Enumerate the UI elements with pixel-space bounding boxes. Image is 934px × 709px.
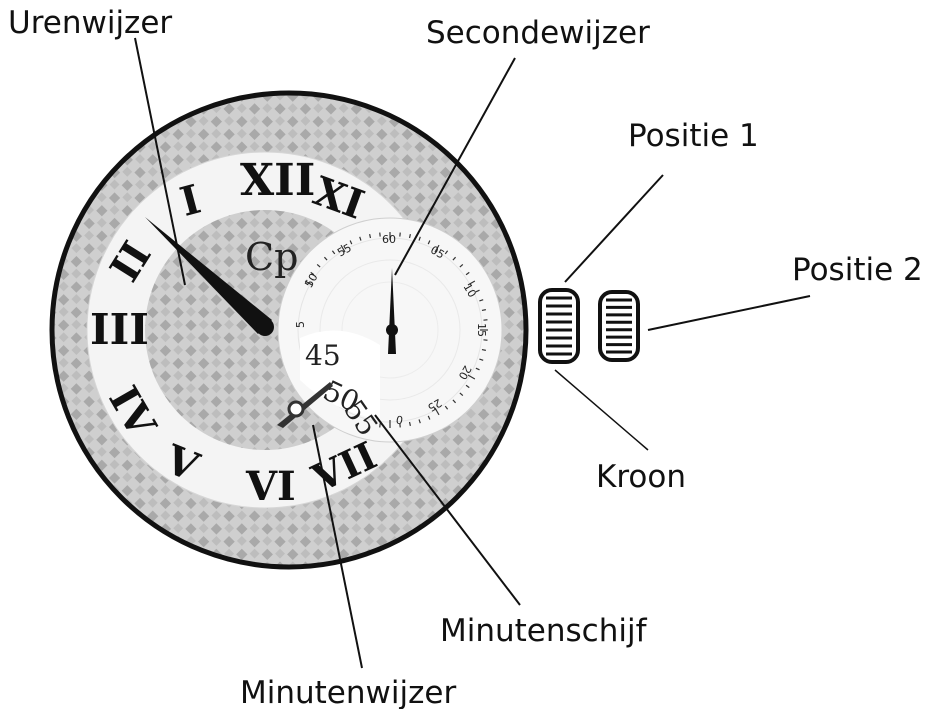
- label-minute-hand: Minutenwijzer: [240, 675, 456, 709]
- seconds-tick: [482, 350, 486, 351]
- seconds-label-5: 5: [294, 321, 307, 328]
- label-position-2: Positie 2: [792, 252, 923, 288]
- label-position-1: Positie 1: [628, 118, 759, 154]
- label-crown: Kroon: [596, 459, 686, 495]
- label-second-hand: Secondewijzer: [426, 15, 650, 51]
- label-minute-disc: Minutenschijf: [440, 613, 648, 649]
- leader-crown: [555, 370, 648, 450]
- leader-position-2: [648, 296, 810, 330]
- seconds-tick: [410, 234, 411, 238]
- seconds-label-60: 60: [382, 233, 396, 246]
- seconds-label-15: 15: [475, 323, 488, 337]
- seconds-tick: [410, 422, 411, 426]
- leader-position-1: [565, 175, 663, 282]
- numeral-iii: III: [90, 305, 149, 354]
- crown-position-2: [600, 292, 638, 360]
- seconds-tick: [370, 234, 371, 238]
- numeral-xii: XII: [240, 155, 315, 206]
- seconds-tick: [482, 310, 486, 311]
- crown-position-1: [540, 290, 578, 362]
- numeral-vi: VI: [245, 463, 296, 510]
- brand-logo: Cp: [245, 235, 298, 279]
- minute-number-45: 45: [305, 339, 341, 372]
- label-hour-hand: Urenwijzer: [8, 5, 172, 41]
